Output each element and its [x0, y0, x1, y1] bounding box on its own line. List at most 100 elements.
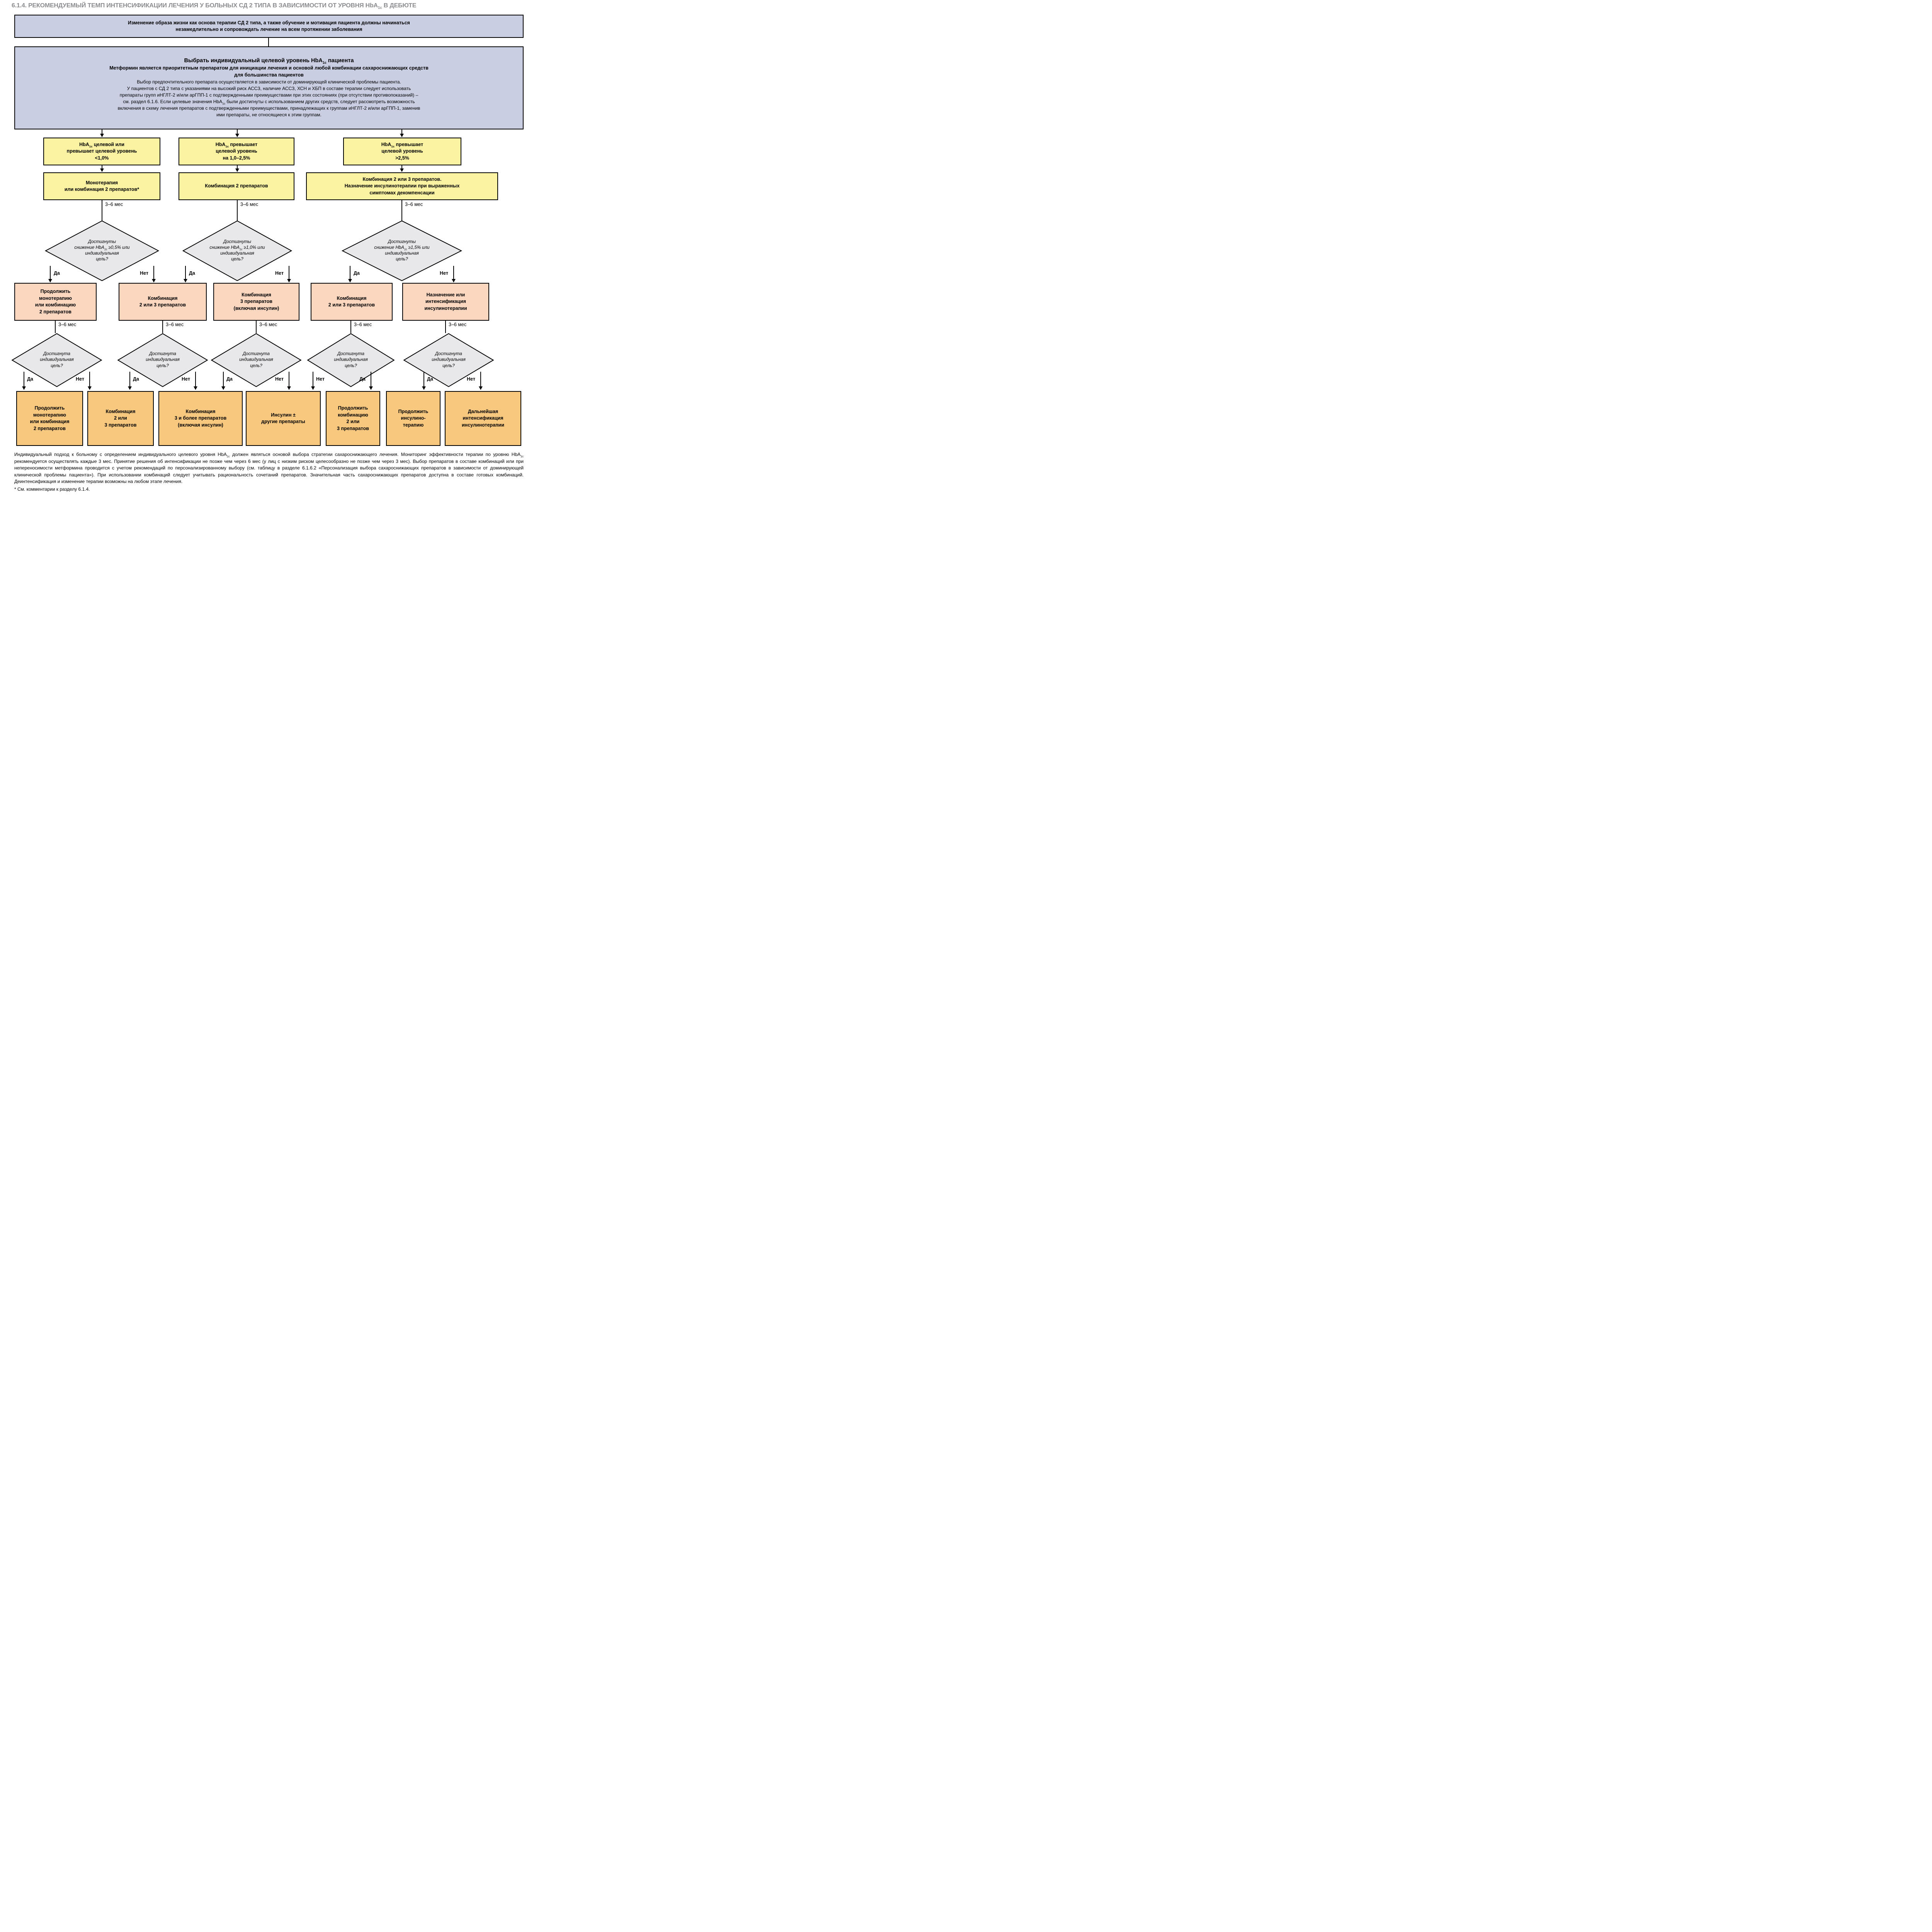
line: симптомах декомпенсации: [369, 190, 435, 196]
footer-text: рекомендуется осуществлять каждые 3 мес.…: [14, 458, 524, 485]
target-box-heading: Выбрать индивидуальный целевой уровень H…: [184, 58, 354, 64]
no-label: Нет: [140, 270, 148, 276]
line: 3 препаратов: [104, 422, 137, 428]
goal-decision-5-diamond: Достигнута индивидуальная цель?: [403, 333, 494, 387]
diamond-shape: [211, 333, 302, 387]
line: индивидуальная: [432, 357, 466, 362]
line: интенсификация: [463, 415, 503, 421]
final-continue-monotherapy-box: Продолжить монотерапию или комбинация 2 …: [16, 391, 83, 446]
hba-subscript: 1c: [378, 6, 382, 10]
no-arrow: [479, 372, 483, 390]
line: (включая инсулин): [178, 422, 223, 428]
line: Дальнейшая: [468, 408, 498, 414]
line-part: ≥0,5% или: [107, 245, 130, 250]
line: монотерапию: [39, 295, 72, 301]
connector-line: [162, 321, 163, 333]
hba-subscript: 1c: [226, 454, 230, 458]
line-part: снижение HbA: [374, 245, 404, 250]
line: цель?: [345, 363, 357, 368]
footer-text: Индивидуальный подход к больному с опред…: [14, 452, 227, 457]
line: Достигнута: [243, 352, 270, 357]
combo-2-3-right-box: Комбинация 2 или 3 препаратов: [311, 283, 393, 321]
line: комбинацию: [338, 412, 368, 418]
yes-label: Да: [226, 376, 233, 382]
line: Выбор предпочтительного препарата осущес…: [137, 79, 401, 85]
line: терапию: [403, 422, 424, 428]
line: Назначение или: [426, 292, 465, 298]
flow-arrow: [400, 165, 404, 172]
no-label: Нет: [316, 376, 325, 382]
line: Достигнуты: [223, 239, 251, 244]
connector-line: [401, 200, 402, 221]
line: цель?: [231, 257, 243, 262]
no-label: Нет: [275, 376, 284, 382]
decision-text: Достигнута индивидуальная цель?: [432, 351, 466, 369]
final-combo-3plus-insulin-box: Комбинация 3 и более препаратов (включая…: [158, 391, 243, 446]
line-part: HbA: [79, 141, 89, 147]
interval-label: 3–6 мес: [166, 322, 184, 327]
line: цель?: [250, 363, 262, 368]
line: Продолжить: [338, 405, 368, 411]
decision-text: Достигнута индивидуальная цель?: [146, 351, 180, 369]
line-part: превышает: [229, 141, 258, 147]
line: индивидуальная: [40, 357, 74, 362]
line: или комбинацию: [35, 302, 76, 308]
combo-2-3-left-box: Комбинация 2 или 3 препаратов: [119, 283, 207, 321]
yes-label: Да: [133, 376, 139, 382]
final-continue-insulin-box: Продолжить инсулино- терапию: [386, 391, 440, 446]
line: Достигнуты: [88, 239, 116, 244]
no-arrow: [452, 266, 456, 282]
interval-label: 3–6 мес: [240, 202, 259, 207]
line: другие препараты: [261, 419, 305, 424]
line: препараты групп иНГЛТ-2 и/или арГПП-1 с …: [119, 92, 418, 98]
section-title-tail: В ДЕБЮТЕ: [382, 2, 417, 9]
decision-text: Достигнуты снижение HbA1c ≥1,0% или инди…: [209, 239, 265, 263]
line: цель?: [442, 363, 455, 368]
decision-hba-0_5-diamond: Достигнуты снижение HbA1c ≥0,5% или инди…: [44, 220, 160, 281]
diamond-shape: [182, 220, 293, 281]
final-insulin-other-drugs-box: Инсулин ± другие препараты: [246, 391, 321, 446]
hba-subscript: 1c: [404, 248, 407, 251]
decision-text: Достигнуты снижение HbA1c ≥0,5% или инди…: [74, 239, 129, 263]
yes-label: Да: [427, 376, 433, 382]
line: Комбинация: [337, 295, 367, 301]
line: снижение HbA1c ≥1,0% или: [209, 245, 265, 251]
line-part: ≥1,0% или: [242, 245, 265, 250]
line: 3 препаратов: [240, 299, 272, 304]
2drug-combo-box: Комбинация 2 препаратов: [179, 172, 294, 200]
line: 2 или: [114, 415, 127, 421]
line: Достигнута: [149, 352, 176, 357]
line: превышает целевой уровень: [66, 148, 137, 154]
line-part: снижение HbA: [209, 245, 240, 250]
line: Комбинация 2 препаратов: [205, 183, 268, 189]
interval-label: 3–6 мес: [405, 202, 423, 207]
line: монотерапию: [33, 412, 66, 418]
line: на 1,0–2,5%: [223, 155, 250, 161]
no-arrow: [88, 372, 92, 390]
line: целевой уровень: [216, 148, 257, 154]
line-part: превышает: [395, 141, 423, 147]
line: 2 или: [346, 419, 360, 424]
line: Комбинация: [148, 295, 178, 301]
line: цель?: [156, 363, 169, 368]
hba-subscript: 1c: [89, 145, 93, 148]
continue-monotherapy-box: Продолжить монотерапию или комбинацию 2 …: [14, 283, 97, 321]
line-part: HbA: [381, 141, 391, 147]
monotherapy-or-2drug-box: Монотерапия или комбинация 2 препаратов*: [43, 172, 160, 200]
line: незамедлительно и сопровождать лечение н…: [175, 27, 362, 32]
line: >2,5%: [395, 155, 409, 161]
line: HbA1c превышает: [381, 141, 423, 148]
connector-line: [237, 200, 238, 221]
line: индивидуальная: [385, 251, 419, 256]
interval-label: 3–6 мес: [105, 202, 123, 207]
line: инсулино-: [401, 415, 426, 421]
yes-label: Да: [27, 376, 33, 382]
lifestyle-box: Изменение образа жизни как основа терапи…: [14, 15, 524, 38]
line: HbA1c целевой или: [79, 141, 124, 148]
line: Достигнута: [337, 352, 364, 357]
goal-decision-1-diamond: Достигнута индивидуальная цель?: [11, 333, 102, 387]
line-part: HbA: [215, 141, 226, 147]
combo-3-insulin-box: Комбинация 3 препаратов (включая инсулин…: [213, 283, 299, 321]
connector-line: [350, 321, 351, 333]
interval-label: 3–6 мес: [354, 322, 372, 327]
